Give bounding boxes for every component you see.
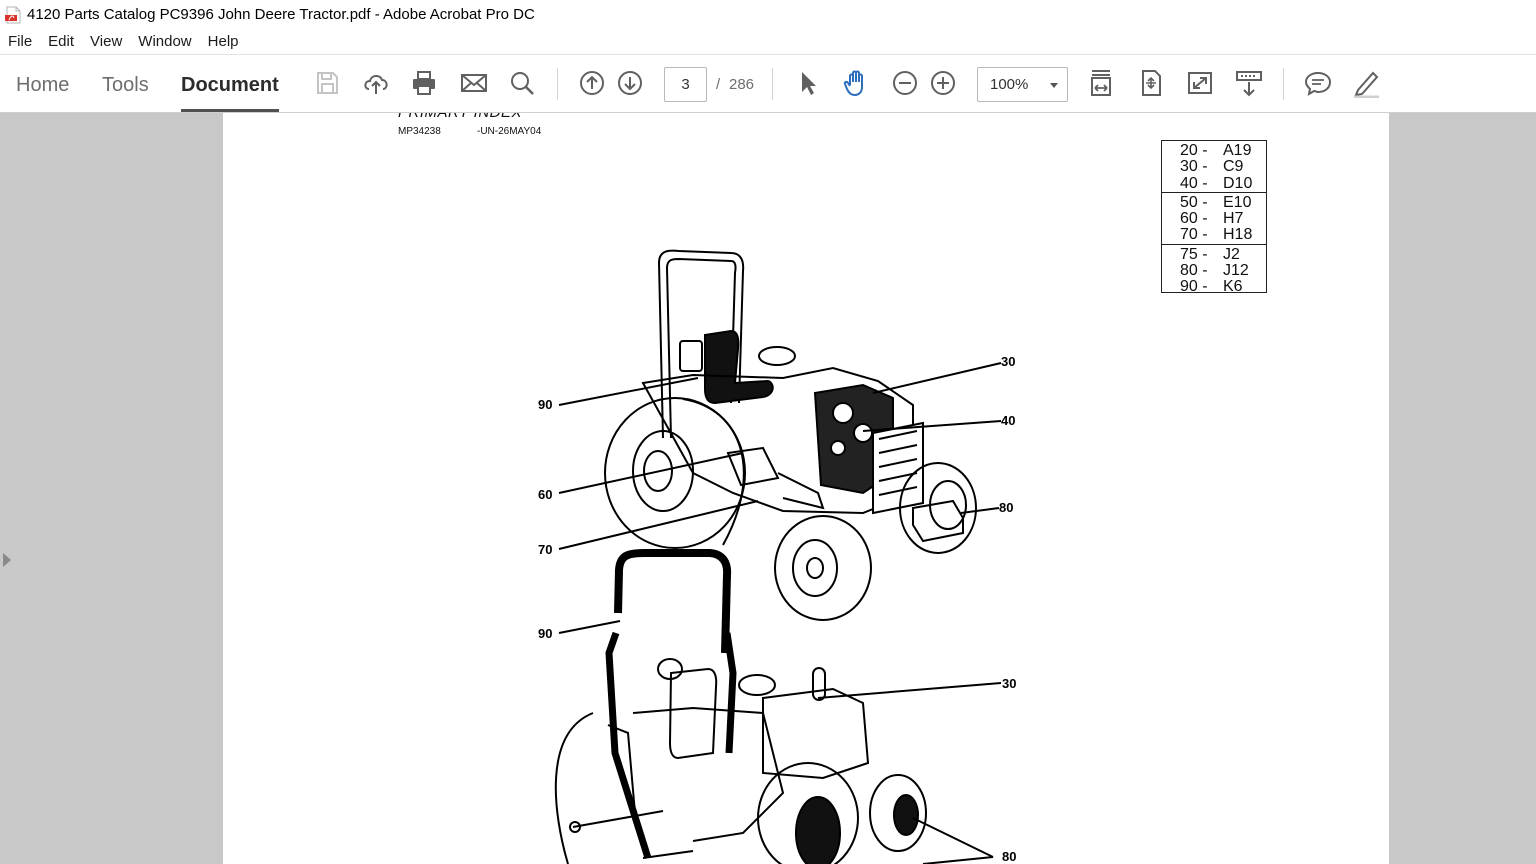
select-arrow-icon[interactable] xyxy=(792,67,824,99)
index-row: 70 -H18 xyxy=(1180,226,1253,244)
page-header-title: PRIMARY INDEX xyxy=(398,113,522,121)
email-icon[interactable] xyxy=(458,67,490,99)
read-mode-icon[interactable] xyxy=(1233,67,1265,99)
document-workspace[interactable]: PRIMARY INDEX MP34238 -UN-26MAY04 20 -A1… xyxy=(0,113,1536,864)
pdf-file-icon xyxy=(5,6,21,24)
menu-edit[interactable]: Edit xyxy=(48,33,75,50)
callout-70-top: 70 xyxy=(538,542,552,557)
scrolling-mode-icon[interactable] xyxy=(1085,67,1117,99)
pdf-page[interactable]: PRIMARY INDEX MP34238 -UN-26MAY04 20 -A1… xyxy=(223,113,1389,864)
callout-40-top: 40 xyxy=(1001,413,1015,428)
toolbar-separator xyxy=(557,68,558,100)
fit-page-icon[interactable] xyxy=(1135,67,1167,99)
zoom-level-select[interactable]: 100% xyxy=(977,67,1068,102)
section-index-table: 20 -A19 30 -C9 40 -D10 50 -E10 60 -H7 70… xyxy=(1161,140,1267,296)
zoom-level-value: 100% xyxy=(990,76,1029,93)
callout-60-top: 60 xyxy=(538,487,552,502)
previous-page-icon[interactable] xyxy=(576,67,608,99)
tab-tools[interactable]: Tools xyxy=(102,74,149,96)
page-total: 286 xyxy=(729,76,755,93)
tab-home[interactable]: Home xyxy=(16,74,70,96)
index-row: 30 -C9 xyxy=(1180,158,1244,176)
comment-icon[interactable] xyxy=(1302,67,1334,99)
page-number-input[interactable]: 3 xyxy=(664,67,707,102)
index-group: 75 -J2 80 -J12 90 -K6 xyxy=(1162,245,1266,296)
toolbar-separator xyxy=(772,68,773,100)
zoom-out-icon[interactable] xyxy=(889,67,921,99)
cloud-upload-icon[interactable] xyxy=(360,67,392,99)
window-title: 4120 Parts Catalog PC9396 John Deere Tra… xyxy=(27,6,535,23)
menu-view[interactable]: View xyxy=(90,33,123,50)
save-icon[interactable] xyxy=(311,67,343,99)
tractor-parts-illustration: 30 40 80 90 60 70 90 30 80 xyxy=(538,249,1016,864)
menu-window[interactable]: Window xyxy=(138,33,192,50)
menu-help[interactable]: Help xyxy=(207,33,239,50)
highlight-pen-icon[interactable] xyxy=(1350,67,1382,99)
index-row: 60 -H7 xyxy=(1180,210,1244,228)
menu-file[interactable]: File xyxy=(8,33,33,50)
callout-30-top: 30 xyxy=(1001,354,1015,369)
full-screen-icon[interactable] xyxy=(1184,67,1216,99)
callout-80-bottom: 80 xyxy=(1002,849,1016,864)
zoom-in-icon[interactable] xyxy=(927,67,959,99)
toolbar-separator xyxy=(1283,68,1284,100)
callout-90-top: 90 xyxy=(538,397,552,412)
index-row: 90 -K6 xyxy=(1180,278,1243,296)
callout-90-bottom: 90 xyxy=(538,626,552,641)
search-icon[interactable] xyxy=(506,67,538,99)
figure-date: -UN-26MAY04 xyxy=(477,126,542,137)
print-icon[interactable] xyxy=(408,67,440,99)
page-separator: / xyxy=(716,76,721,93)
next-page-icon[interactable] xyxy=(614,67,646,99)
chevron-down-icon xyxy=(1050,83,1058,88)
index-row: 80 -J12 xyxy=(1180,262,1249,280)
hand-tool-icon[interactable] xyxy=(840,67,872,99)
index-row: 50 -E10 xyxy=(1180,193,1252,211)
figure-code: MP34238 xyxy=(398,126,441,137)
left-panel-expand-icon[interactable] xyxy=(3,553,11,567)
toolbar: Home Tools Document 3 / 286 xyxy=(0,54,1536,113)
menu-bar: File Edit View Window Help xyxy=(0,30,1536,54)
index-row: 20 -A19 xyxy=(1180,142,1252,159)
callout-80-top: 80 xyxy=(999,500,1013,515)
index-group: 20 -A19 30 -C9 40 -D10 xyxy=(1162,141,1266,193)
index-group: 50 -E10 60 -H7 70 -H18 xyxy=(1162,193,1266,245)
title-bar: 4120 Parts Catalog PC9396 John Deere Tra… xyxy=(0,0,1536,30)
tab-document[interactable]: Document xyxy=(181,55,279,113)
callout-30-bottom: 30 xyxy=(1002,676,1016,691)
index-row: 40 -D10 xyxy=(1180,174,1253,192)
index-row: 75 -J2 xyxy=(1180,245,1240,263)
